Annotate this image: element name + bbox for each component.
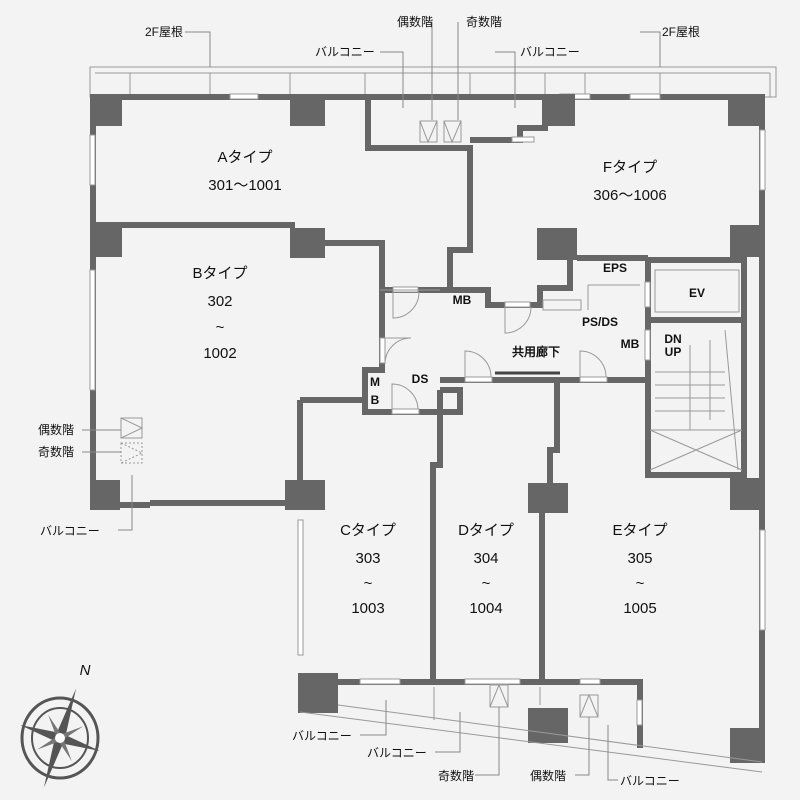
compass-rose-icon [20, 688, 100, 788]
eps-label: EPS [603, 261, 627, 275]
unit-e-from: 305 [627, 550, 652, 567]
unit-b-from: 302 [207, 293, 232, 310]
ds-label: DS [412, 372, 429, 386]
odd-floor-top: 奇数階 [466, 14, 502, 29]
balcony-bottom-2: バルコニー [367, 746, 427, 760]
pillars [90, 94, 765, 763]
even-floor-top: 偶数階 [397, 14, 433, 29]
south-balcony-edge [299, 687, 763, 773]
even-floor-left: 偶数階 [38, 422, 74, 437]
unit-c-tilde: ~ [364, 575, 373, 592]
mb-label-1: MB [453, 293, 472, 307]
leader-lines [82, 22, 661, 781]
unit-f-name: Fタイプ [603, 159, 657, 176]
unit-e-to: 1005 [623, 600, 656, 617]
mb-vertical-m: M [370, 375, 380, 389]
unit-d-to: 1004 [469, 600, 502, 617]
room-labels: EPS EV PS/DS MB MB M B DS 共用廊下 DN UP [370, 261, 705, 407]
unit-d-tilde: ~ [482, 575, 491, 592]
stair-dn-label: DN [664, 332, 681, 346]
corridor-label: 共用廊下 [512, 344, 560, 359]
unit-c-to: 1003 [351, 600, 384, 617]
unit-a-name: Aタイプ [217, 149, 272, 166]
unit-labels: Aタイプ 301〜1001 Fタイプ 306〜1006 Bタイプ 302 ~ 1… [192, 149, 667, 617]
stair-up-label: UP [665, 345, 682, 359]
balcony-top-right: バルコニー [520, 45, 580, 59]
unit-b-name: Bタイプ [192, 265, 247, 282]
callout-labels: 2F屋根 2F屋根 偶数階 奇数階 バルコニー バルコニー 偶数階 奇数階 バル… [38, 14, 700, 788]
mb-vertical-b: B [371, 393, 380, 407]
hatch-boxes [120, 120, 743, 718]
ev-label: EV [689, 286, 705, 300]
odd-floor-bottom: 奇数階 [438, 768, 474, 783]
even-floor-bottom: 偶数階 [530, 768, 566, 783]
unit-a-range: 301〜1001 [208, 177, 281, 194]
unit-f-range: 306〜1006 [593, 187, 666, 204]
unit-c-name: Cタイプ [340, 522, 396, 539]
mb-label-2: MB [621, 337, 640, 351]
roof-label-right: 2F屋根 [662, 25, 700, 39]
psds-label: PS/DS [582, 315, 618, 329]
balcony-bottom-1: バルコニー [292, 729, 352, 743]
unit-d-from: 304 [473, 550, 498, 567]
unit-c-from: 303 [355, 550, 380, 567]
doors [384, 291, 607, 410]
unit-e-tilde: ~ [636, 575, 645, 592]
roof-label-left: 2F屋根 [145, 25, 183, 39]
unit-d-name: Dタイプ [458, 522, 514, 539]
balcony-bottom-3: バルコニー [620, 774, 680, 788]
windows [89, 93, 766, 726]
roof-outline [89, 66, 777, 98]
unit-b-to: 1002 [203, 345, 236, 362]
north-label: N [80, 662, 91, 679]
odd-floor-left: 奇数階 [38, 444, 74, 459]
balcony-top-left: バルコニー [315, 45, 375, 59]
unit-b-tilde: ~ [216, 319, 225, 336]
unit-e-name: Eタイプ [612, 522, 667, 539]
balcony-left: バルコニー [40, 524, 100, 538]
